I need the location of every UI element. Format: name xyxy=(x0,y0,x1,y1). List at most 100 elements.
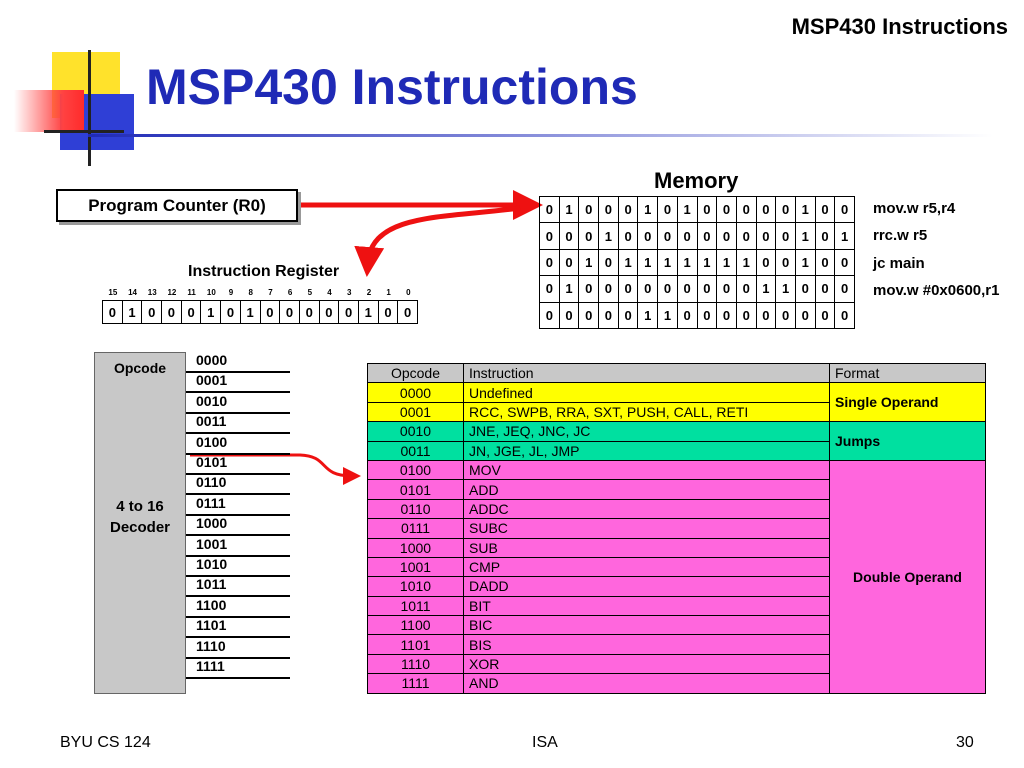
memory-bit: 0 xyxy=(775,195,796,224)
memory-bit: 0 xyxy=(814,301,836,329)
memory-bit: 0 xyxy=(696,222,718,250)
opcode-cell: 0011 xyxy=(367,440,464,461)
bit-number-label: 4 xyxy=(327,288,332,297)
decoder-output-label: 1110 xyxy=(196,637,226,654)
instruction-cell: SUB xyxy=(463,537,830,558)
opcode-cell: 0010 xyxy=(367,421,464,442)
corner-title: MSP430 Instructions xyxy=(791,14,1008,39)
decoder-opcode-label: Opcode xyxy=(113,360,167,376)
ir-bit: 0 xyxy=(102,300,123,324)
memory-bit: 0 xyxy=(735,301,757,329)
memory-bit: 0 xyxy=(775,248,796,277)
memory-bit: 0 xyxy=(775,301,796,329)
format-double-operand: Double Operand xyxy=(829,459,986,694)
memory-bit: 0 xyxy=(657,195,678,224)
opcode-cell: 0110 xyxy=(367,498,464,520)
decoder-output-label: 1000 xyxy=(196,515,228,532)
memory-bit: 0 xyxy=(735,275,757,303)
memory-bit: 1 xyxy=(637,301,659,329)
memory-bit: 0 xyxy=(578,222,600,250)
footer-page-number: 30 xyxy=(956,734,974,751)
memory-bit: 1 xyxy=(637,248,659,277)
memory-bit: 0 xyxy=(578,301,600,329)
memory-bit: 0 xyxy=(696,301,718,329)
memory-bit: 0 xyxy=(558,301,580,329)
memory-bit: 0 xyxy=(735,222,757,250)
memory-bit: 1 xyxy=(696,248,718,277)
memory-bit: 0 xyxy=(696,195,718,224)
memory-bit: 1 xyxy=(657,248,678,277)
ir-bit: 0 xyxy=(377,300,399,324)
memory-bit: 0 xyxy=(637,275,659,303)
memory-bit: 0 xyxy=(539,195,560,224)
memory-bit: 0 xyxy=(755,301,777,329)
decoder-output-label: 0100 xyxy=(196,433,228,450)
memory-bit: 0 xyxy=(834,275,855,303)
decoder-label: 4 to 16 Decoder xyxy=(94,496,186,538)
memory-bit: 1 xyxy=(657,301,678,329)
decoder-output-label: 1111 xyxy=(196,658,225,674)
opcode-cell: 1110 xyxy=(367,653,464,675)
decoder-output-label: 0111 xyxy=(196,494,226,511)
opcode-table-header: Instruction xyxy=(463,362,830,384)
bit-number-label: 1 xyxy=(386,288,391,297)
memory-bit: 0 xyxy=(539,275,560,303)
decoder-output-line xyxy=(186,534,290,537)
memory-bit: 0 xyxy=(696,275,718,303)
memory-comment: mov.w #0x0600,r1 xyxy=(873,282,1000,300)
instruction-cell: BIT xyxy=(463,595,830,617)
memory-bit: 1 xyxy=(558,275,580,303)
decoder-output-line xyxy=(186,371,290,373)
ir-bit: 0 xyxy=(338,300,359,324)
opcode-cell: 1100 xyxy=(367,615,464,636)
memory-bit: 0 xyxy=(755,195,777,224)
ir-bit: 0 xyxy=(397,300,418,324)
decoder-output-label: 1010 xyxy=(196,556,228,572)
memory-bit: 0 xyxy=(617,301,639,329)
bit-number-label: 5 xyxy=(307,288,313,297)
memory-bit: 1 xyxy=(617,248,639,277)
ir-bit: 0 xyxy=(141,300,163,324)
memory-bit: 0 xyxy=(716,275,737,303)
memory-bit: 0 xyxy=(716,222,737,250)
instruction-register-label: Instruction Register xyxy=(188,263,340,280)
memory-bit: 1 xyxy=(794,222,816,250)
instruction-cell: ADD xyxy=(463,479,830,500)
instruction-cell: SUBC xyxy=(463,518,830,539)
memory-bit: 0 xyxy=(558,222,580,250)
memory-bit: 1 xyxy=(558,195,580,224)
decoder-output-label: 0010 xyxy=(196,392,228,409)
memory-bit: 0 xyxy=(578,275,600,303)
memory-bit: 0 xyxy=(617,195,639,224)
decoder-label-line2: Decoder xyxy=(109,519,171,536)
ir-bit: 0 xyxy=(161,300,182,324)
memory-bit: 1 xyxy=(578,248,600,277)
decoder-output-label: 0011 xyxy=(196,413,227,430)
memory-bit: 1 xyxy=(735,248,757,277)
ir-bit: 1 xyxy=(357,300,379,324)
program-counter-box: Program Counter (R0) xyxy=(56,189,298,222)
decoder-output-line xyxy=(186,656,290,659)
format-jumps: Jumps xyxy=(829,421,986,461)
ir-bit: 0 xyxy=(279,300,300,324)
decoder-output-line xyxy=(186,411,290,414)
memory-bit: 0 xyxy=(539,301,560,329)
bit-number-label: 13 xyxy=(147,288,157,297)
memory-bit: 0 xyxy=(716,195,737,224)
memory-bit: 0 xyxy=(598,248,619,277)
decoder-box xyxy=(94,352,186,694)
memory-bit: 0 xyxy=(539,222,560,250)
instruction-cell: BIS xyxy=(463,634,830,655)
opcode-cell: 0111 xyxy=(367,518,464,539)
memory-bit: 0 xyxy=(755,222,777,250)
bit-number-label: 12 xyxy=(167,288,177,297)
decoder-output-label: 0101 xyxy=(196,454,228,470)
